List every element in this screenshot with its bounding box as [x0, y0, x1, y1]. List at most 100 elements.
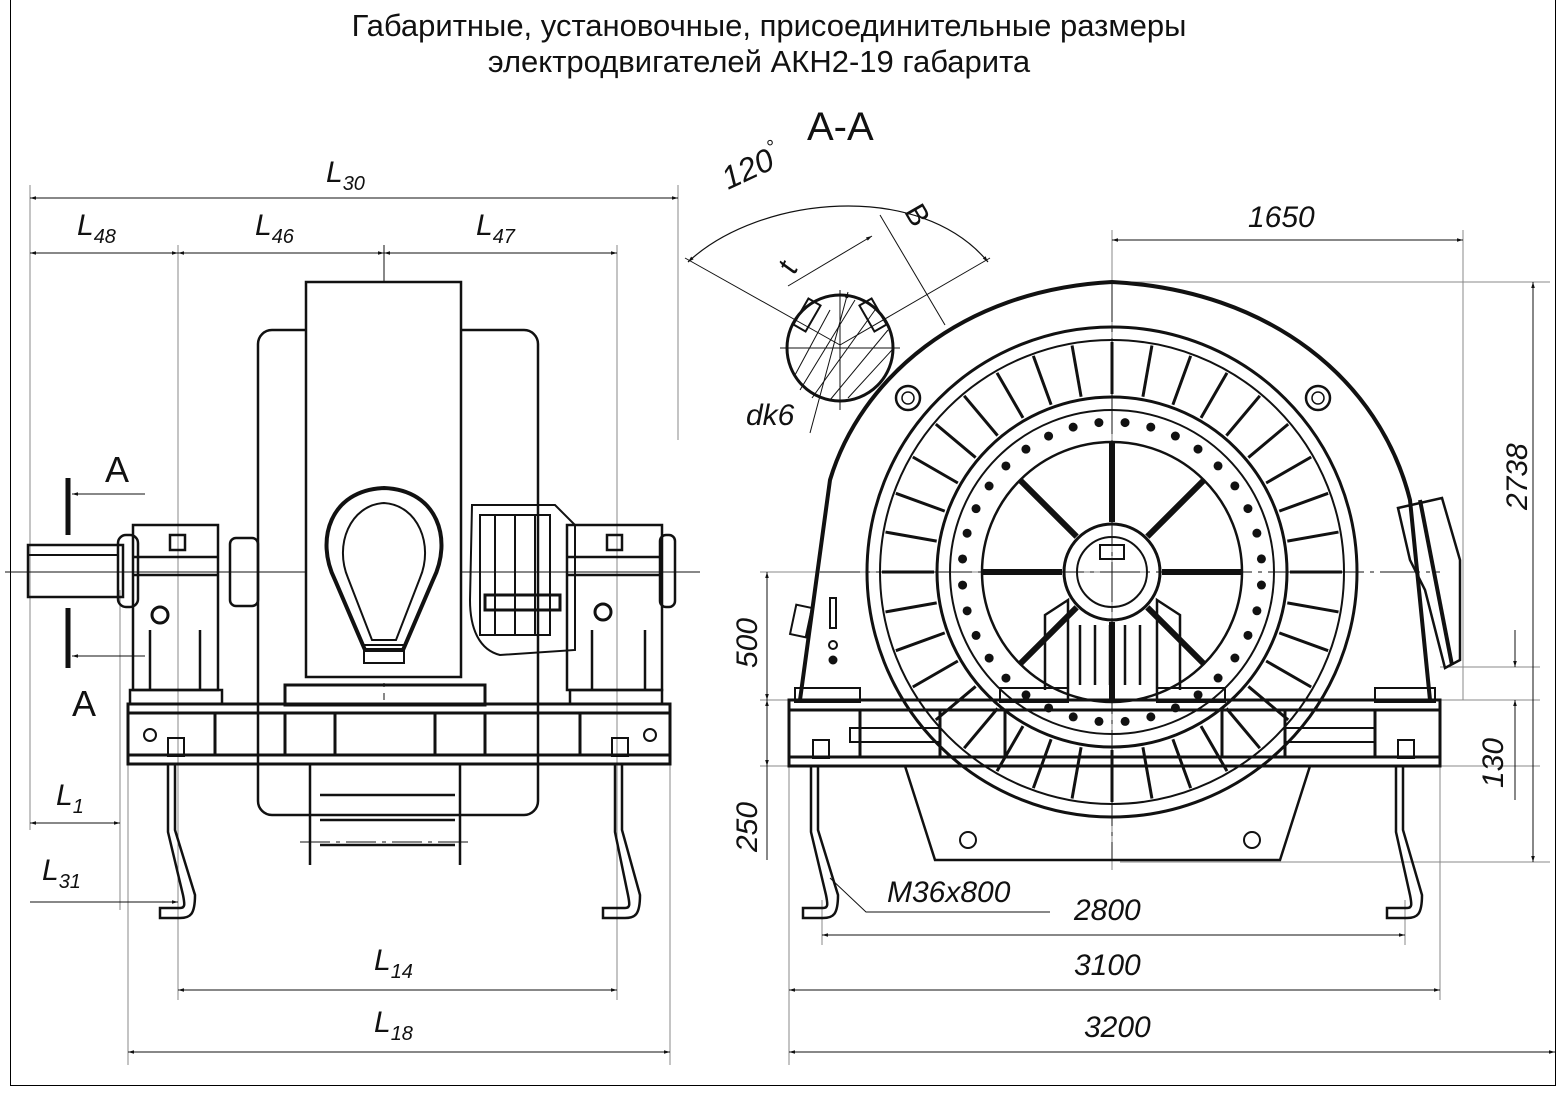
dim-1650: 1650: [1248, 201, 1315, 234]
dim-2800: 2800: [1073, 894, 1141, 927]
rotor-bolt: [1230, 653, 1240, 663]
lower-ladder: [300, 765, 470, 865]
stator-rib: [1247, 423, 1290, 459]
plinth: [903, 765, 1312, 862]
stator-rib: [1070, 345, 1083, 397]
shaft-detail: [684, 205, 991, 434]
stator-ribs: [882, 342, 1342, 802]
svg-text:L18: L18: [374, 1006, 413, 1045]
foundation-bolts: [158, 737, 642, 920]
diameter-label: dk6: [746, 399, 795, 432]
svg-text:L1: L1: [56, 779, 84, 818]
rotor-spoke: [1145, 477, 1207, 539]
stator-rib: [1141, 345, 1154, 397]
stator-rib: [1225, 394, 1261, 437]
dim-L48: L48: [77, 209, 116, 248]
hub: [1062, 522, 1162, 622]
shaft: [26, 543, 125, 599]
stator-rib: [912, 455, 959, 485]
rotor-bolt: [1170, 431, 1180, 441]
rotor-bolt: [1256, 554, 1266, 564]
eye-base: [363, 644, 405, 664]
base-frame: [787, 687, 1442, 768]
svg-text:L14: L14: [374, 944, 413, 983]
stator-rib: [963, 394, 999, 437]
rotor-bolts: [958, 418, 1266, 726]
rotor-bolt: [958, 554, 968, 564]
bearing-housing-right: [565, 523, 677, 706]
stator-rib: [885, 601, 937, 614]
foundation-bolts: [801, 739, 1424, 920]
motor-casing: [798, 279, 1432, 701]
stator-rib: [1171, 738, 1193, 789]
rotor-bolt: [1146, 712, 1156, 722]
rotor-bolt: [984, 481, 994, 491]
dimension-lines: [30, 196, 678, 1054]
stator-rib: [885, 530, 937, 543]
dimension-lines: [765, 238, 1555, 1054]
rotor-bolt: [1120, 418, 1130, 428]
dim-3200: 3200: [1084, 1011, 1151, 1044]
dim-L14: L14: [374, 944, 413, 983]
stator-rib: [1265, 659, 1312, 689]
stator-rib: [1199, 372, 1229, 419]
rotor-bolt: [984, 653, 994, 663]
dim-L1: L1: [56, 779, 84, 818]
stator-inner: [935, 395, 1289, 749]
rotor-bolt: [1120, 716, 1130, 726]
stator-rib: [963, 707, 999, 750]
dim-L46: L46: [255, 209, 295, 248]
rotor-bolt: [1146, 422, 1156, 432]
rotor-bolt: [958, 580, 968, 590]
brush-assembly: [468, 504, 576, 657]
rotor-bolt: [1252, 528, 1262, 538]
svg-text:L46: L46: [255, 209, 295, 248]
left-view: [5, 185, 700, 1065]
stator-rib: [1247, 685, 1290, 721]
rotor-bolt: [971, 504, 981, 514]
section-markers: [65, 478, 145, 668]
stator-outer: [865, 325, 1359, 819]
angle-label: 120°: [715, 136, 787, 196]
stator-rib: [1278, 491, 1329, 513]
rotor-spoke: [1017, 477, 1079, 539]
left-view-labels: А А L30 L48 L46 L47 L1 L31 L14 L18: [42, 156, 516, 1045]
rotor-bolt: [1044, 431, 1054, 441]
dim-L31: L31: [42, 854, 81, 893]
key-depth-label: t: [771, 255, 805, 278]
stator-rib: [895, 491, 946, 513]
svg-text:L30: L30: [326, 156, 365, 195]
rotor-bolt: [1193, 690, 1203, 700]
lifting-lug-right: [1304, 384, 1332, 412]
rotor-bolt: [1213, 673, 1223, 683]
dim-L47: L47: [476, 209, 516, 248]
stator-rib: [934, 423, 977, 459]
stator-rib: [995, 372, 1025, 419]
rotor-bolt: [1001, 461, 1011, 471]
rotor-bolt: [962, 528, 972, 538]
base-frame: [126, 683, 672, 766]
terminal-box-right: [1396, 496, 1462, 670]
stator-rib: [1278, 631, 1329, 653]
lifting-eye: [324, 485, 444, 652]
drawing-title-line2: электродвигателей АКН2-19 габарита: [487, 44, 1031, 79]
stator-rib: [1265, 455, 1312, 485]
rotor-bolt: [1213, 461, 1223, 471]
stator-rib: [1199, 725, 1229, 772]
section-title: А-А: [807, 105, 874, 149]
rotor-bolt: [1193, 444, 1203, 454]
dim-130: 130: [1477, 738, 1510, 788]
stator-rib: [1031, 738, 1053, 789]
rotor-bolt: [1068, 422, 1078, 432]
stator-rib: [1171, 355, 1193, 406]
bolt-label: M36x800: [887, 876, 1011, 909]
stator-rib: [1070, 747, 1083, 799]
right-view-labels: 120° t B dk6 1650 2738 500 130 250 M36x8…: [715, 136, 1534, 1044]
dim-L18: L18: [374, 1006, 413, 1045]
dim-2738: 2738: [1501, 443, 1534, 511]
lifting-eye-inner: [341, 501, 427, 641]
svg-text:L48: L48: [77, 209, 116, 248]
rotor-bolt: [962, 606, 972, 616]
right-view: [684, 205, 1555, 1065]
